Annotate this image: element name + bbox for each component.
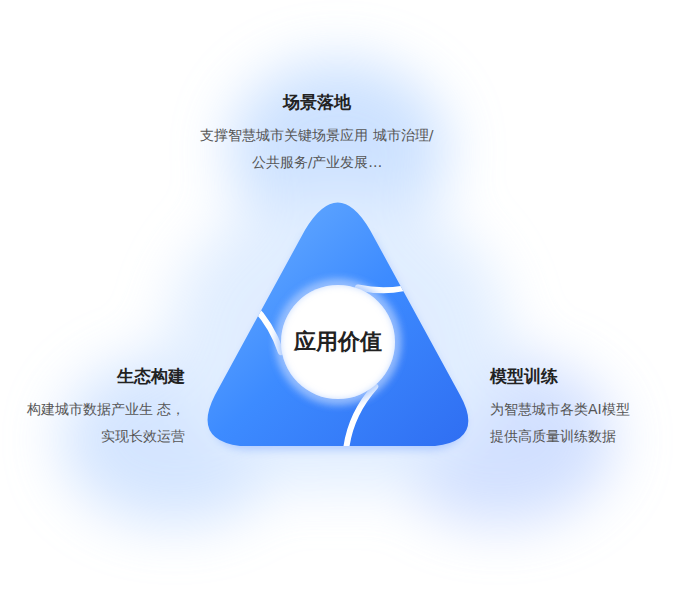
training-block: 模型训练为智慧城市各类AI模型 提供高质量训练数据 bbox=[490, 364, 670, 450]
glow bbox=[60, 60, 615, 525]
block-heading: 模型训练 bbox=[490, 364, 670, 388]
scene-block: 场景落地支撑智慧城市关键场景应用 城市治理/公共服务/产业发展… bbox=[187, 90, 447, 176]
circle-halo bbox=[276, 280, 400, 404]
center-circle: 应用价值 bbox=[281, 285, 395, 399]
block-heading: 生态构建 bbox=[20, 364, 185, 388]
block-body: 为智慧城市各类AI模型 提供高质量训练数据 bbox=[490, 396, 670, 450]
block-body: 构建城市数据产业生 态，实现长效运营 bbox=[20, 396, 185, 450]
ecosystem-block: 生态构建构建城市数据产业生 态，实现长效运营 bbox=[20, 364, 185, 450]
center-title: 应用价值 bbox=[294, 327, 382, 357]
block-body: 支撑智慧城市关键场景应用 城市治理/公共服务/产业发展… bbox=[187, 122, 447, 176]
swirl-gaps bbox=[210, 234, 457, 485]
block-heading: 场景落地 bbox=[187, 90, 447, 114]
rounded-triangle bbox=[208, 203, 469, 447]
